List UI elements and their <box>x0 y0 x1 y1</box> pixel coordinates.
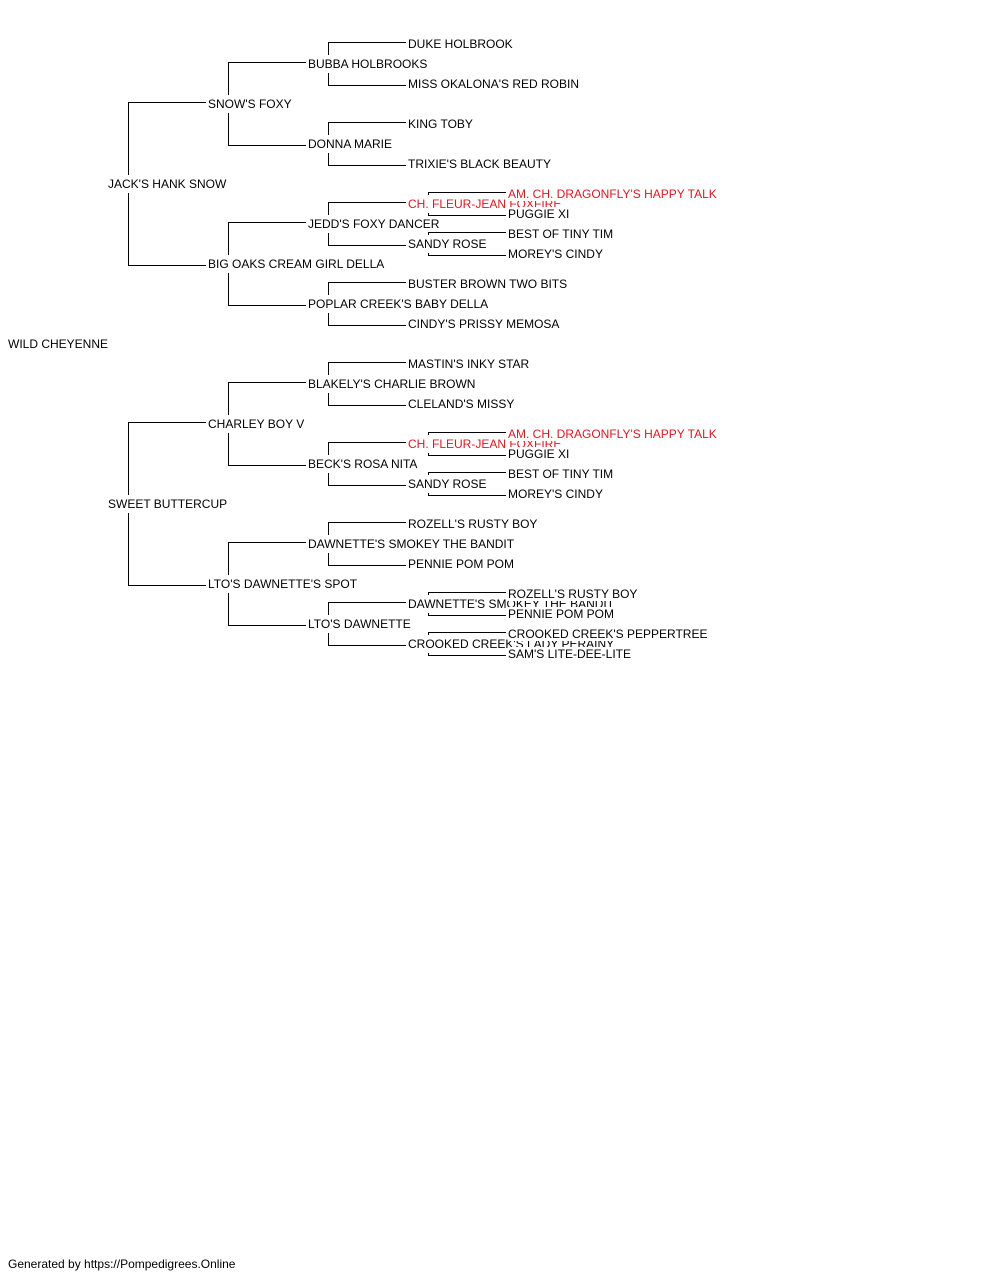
ancestor-name: LTO'S DAWNETTE'S SPOT <box>208 577 360 591</box>
ancestor-name: SNOW'S FOXY <box>208 97 294 111</box>
ancestor-name: MOREY'S CINDY <box>508 247 605 261</box>
ancestor-name: CLELAND'S MISSY <box>408 397 517 411</box>
ancestor-name: POPLAR CREEK'S BABY DELLA <box>308 297 491 311</box>
ancestor-name: JACK'S HANK SNOW <box>108 177 229 191</box>
ancestor-name: BEST OF TINY TIM <box>508 227 616 241</box>
ancestor-name: SWEET BUTTERCUP <box>108 497 230 511</box>
ancestor-name: ROZELL'S RUSTY BOY <box>408 517 540 531</box>
ancestor-name: SANDY ROSE <box>408 237 489 251</box>
ancestor-name: PUGGIE XI <box>508 447 572 461</box>
ancestor-name: SANDY ROSE <box>408 477 489 491</box>
ancestor-name: PENNIE POM POM <box>508 607 617 621</box>
ancestor-name: TRIXIE'S BLACK BEAUTY <box>408 157 553 171</box>
ancestor-name: BIG OAKS CREAM GIRL DELLA <box>208 257 387 271</box>
ancestor-name: PUGGIE XI <box>508 207 572 221</box>
ancestor-name: BEST OF TINY TIM <box>508 467 616 481</box>
ancestor-name: BLAKELY'S CHARLIE BROWN <box>308 377 478 391</box>
ancestor-name: CHARLEY BOY V <box>208 417 307 431</box>
ancestor-name: DONNA MARIE <box>308 137 395 151</box>
ancestor-name: PENNIE POM POM <box>408 557 517 571</box>
ancestor-name: BECK'S ROSA NITA <box>308 457 420 471</box>
ancestor-name: DAWNETTE'S SMOKEY THE BANDIT <box>308 537 517 551</box>
ancestor-name: ROZELL'S RUSTY BOY <box>508 587 640 601</box>
ancestor-name: CROOKED CREEK'S PEPPERTREE <box>508 627 710 641</box>
subject-dog-name: WILD CHEYENNE <box>8 337 111 351</box>
ancestor-name: SAM'S LITE-DEE-LITE <box>508 647 633 661</box>
ancestor-name: BUSTER BROWN TWO BITS <box>408 277 570 291</box>
ancestor-name: JEDD'S FOXY DANCER <box>308 217 442 231</box>
generated-by-footer: Generated by https://Pompedigrees.Online <box>8 1257 236 1271</box>
ancestor-name: CINDY'S PRISSY MEMOSA <box>408 317 562 331</box>
ancestor-name: AM. CH. DRAGONFLY'S HAPPY TALK <box>508 427 719 441</box>
ancestor-name: MISS OKALONA'S RED ROBIN <box>408 77 581 91</box>
ancestor-name: DUKE HOLBROOK <box>408 37 515 51</box>
ancestor-name: BUBBA HOLBROOKS <box>308 57 430 71</box>
ancestor-name: MASTIN'S INKY STAR <box>408 357 532 371</box>
ancestor-name: LTO'S DAWNETTE <box>308 617 413 631</box>
ancestor-name: KING TOBY <box>408 117 475 131</box>
ancestor-name: AM. CH. DRAGONFLY'S HAPPY TALK <box>508 187 719 201</box>
ancestor-name: MOREY'S CINDY <box>508 487 605 501</box>
